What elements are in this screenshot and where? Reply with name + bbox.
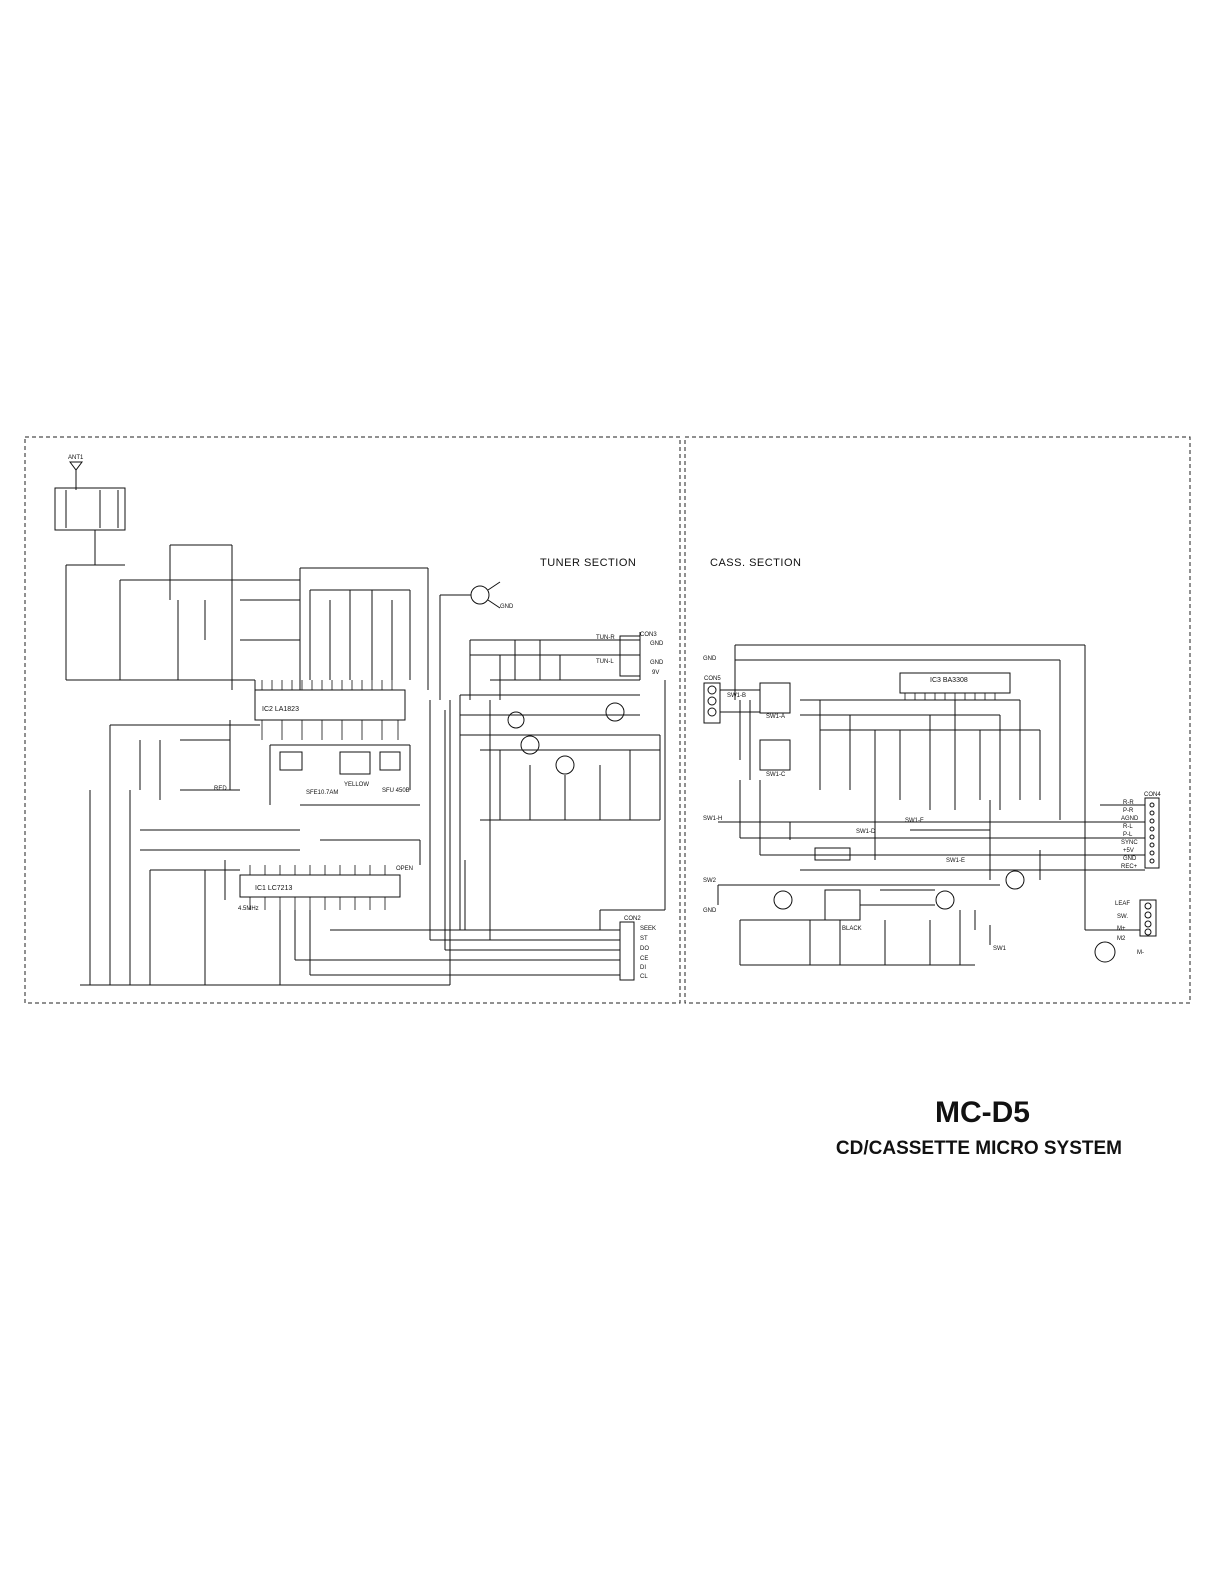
coil-color-label: RED	[214, 786, 227, 792]
con4-pin-9: REC+	[1121, 864, 1138, 870]
con2-pin-seek: SEEK	[640, 926, 656, 932]
q10-transistor	[470, 585, 490, 605]
motor-label: M2	[1117, 936, 1126, 942]
con4-pin-3: AGND	[1121, 816, 1139, 822]
q8-transistor	[520, 735, 540, 755]
sw1-f-label: SW1-F	[905, 818, 924, 824]
product-subtitle: CD/CASSETTE MICRO SYSTEM	[835, 1138, 1122, 1159]
m-minus-label: M-	[1137, 950, 1144, 956]
sw1-label: SW1	[993, 946, 1007, 952]
con3-pin-2: GND	[650, 660, 664, 666]
con2-label: CON2	[624, 916, 641, 922]
cf1-label: SFE10.7AM	[306, 790, 338, 796]
sw1-e-label: SW1-E	[946, 858, 965, 864]
sw1-c-label: SW1-C	[766, 772, 786, 778]
cassette-section-title: CASS. SECTION	[710, 557, 801, 569]
con5-label: CON5	[704, 676, 721, 682]
con2-pin-st: ST	[640, 936, 648, 942]
open-label: OPEN	[396, 866, 413, 872]
r40-block	[814, 847, 851, 861]
con2-pin-cl: CL	[640, 974, 648, 980]
sw1-d-label: SW1-D	[856, 829, 876, 835]
motor-symbol	[1094, 941, 1116, 963]
con4-pin-4: R-L	[1123, 824, 1133, 830]
cassette-circuit	[703, 644, 1160, 966]
ic1-label: IC1 LC7213	[255, 885, 292, 892]
m-plus-label: M+	[1117, 926, 1126, 932]
con4-label: CON4	[1144, 792, 1161, 798]
con4-pin-8: GND	[1123, 856, 1137, 862]
ic1-body	[239, 874, 401, 898]
crystal-label: 4.5MHz	[238, 906, 259, 912]
model-title: MC-D5	[935, 1096, 1030, 1129]
con4-pin-7: +5V	[1123, 848, 1134, 854]
tun-r-label: TUN-R	[596, 635, 615, 641]
q4-transistor	[1005, 870, 1025, 890]
con4-pin-6: SYNC	[1121, 840, 1138, 846]
sw1-c-block	[759, 739, 791, 771]
cassette-section-frame	[684, 436, 1191, 1004]
con2-pin-di: DI	[640, 965, 646, 971]
con4-pin-2: P-R	[1123, 808, 1134, 814]
con3-label: CON3	[640, 632, 657, 638]
sw1-a-block	[759, 682, 791, 714]
ic3-label: IC3 BA3308	[930, 677, 968, 684]
q3-transistor	[555, 755, 575, 775]
antenna-label: ANT1	[68, 455, 84, 461]
con2-pin-ce: CE	[640, 956, 648, 962]
con4-body	[1144, 797, 1160, 869]
con2-pin-do: DO	[640, 946, 649, 952]
tuner-section-title: TUNER SECTION	[540, 557, 636, 569]
tuner-gnd-label: GND	[500, 604, 514, 610]
sw1-b-label: SW1-B	[727, 693, 746, 699]
sw1-a-label: SW1-A	[766, 714, 785, 720]
cassette-gnd-label: GND	[703, 656, 717, 662]
black-label: BLACK	[842, 926, 862, 932]
sw1-h-label: SW1-H	[703, 816, 722, 822]
ic2-body	[254, 689, 406, 721]
q11-transistor	[507, 711, 525, 729]
q5-transistor	[935, 890, 955, 910]
q6-transistor	[773, 890, 793, 910]
cf1-filter	[279, 751, 303, 771]
tuner-section-frame	[24, 436, 681, 1004]
q2-transistor	[605, 702, 625, 722]
sfu-filter	[379, 751, 401, 771]
tuner-circuit	[54, 461, 666, 986]
sfu-label: SFU 450B	[382, 788, 410, 794]
t1-transformer	[824, 889, 861, 921]
sw2-gnd-label: GND	[703, 908, 717, 914]
con3-body	[619, 635, 641, 677]
t1-tank	[339, 751, 371, 775]
sw2-label: SW2	[703, 878, 717, 884]
sw-label: SW.	[1117, 914, 1128, 920]
ic2-label: IC2 LA1823	[262, 706, 299, 713]
con4-pin-5: P-L	[1123, 832, 1133, 838]
con5-body	[703, 682, 721, 724]
leaf-connector	[1139, 899, 1157, 937]
tun-l-label: TUN-L	[596, 659, 614, 665]
antenna-symbol	[69, 461, 83, 471]
con3-pin-3: 9V	[652, 670, 659, 676]
leaf-label: LEAF	[1115, 901, 1130, 907]
con3-pin-1: GND	[650, 641, 664, 647]
con2-body	[619, 921, 635, 981]
tank-color-label: YELLOW	[344, 782, 369, 788]
con4-pin-1: R-R	[1123, 800, 1134, 806]
